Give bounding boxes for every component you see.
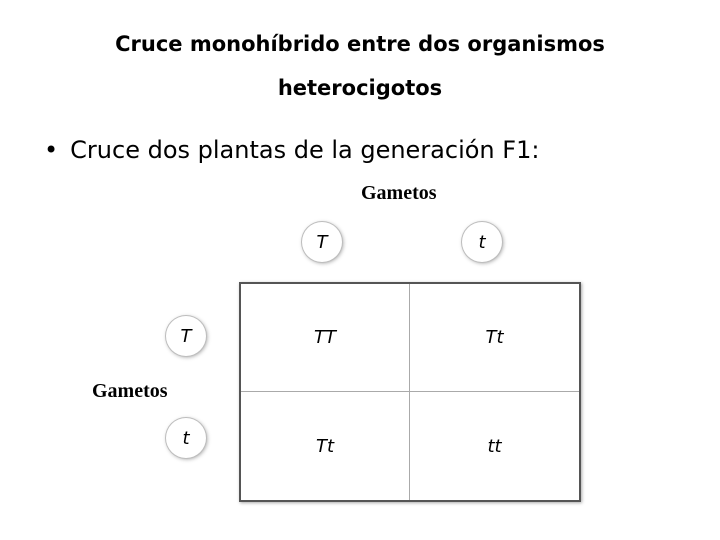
punnett-cell: Tt <box>410 284 579 392</box>
slide-title-line2: heterocigotos <box>277 76 443 100</box>
punnett-square: TT Tt Tt tt <box>239 282 581 502</box>
bullet-dot-icon: • <box>44 136 59 164</box>
bullet-item: • Cruce dos plantas de la generación F1: <box>44 136 539 164</box>
gamete-left-2: t <box>166 418 206 458</box>
gamete-top-2: t <box>462 222 502 262</box>
gamete-left-1: T <box>166 316 206 356</box>
punnett-cell: TT <box>241 284 410 392</box>
gametes-top-label: Gametos <box>361 182 437 204</box>
bullet-text: Cruce dos plantas de la generación F1: <box>70 136 540 164</box>
gamete-top-1: T <box>302 222 342 262</box>
punnett-cell: Tt <box>241 392 410 500</box>
slide-title-line1: Cruce monohíbrido entre dos organismos <box>115 32 605 56</box>
gametes-left-label: Gametos <box>92 380 168 402</box>
punnett-cell: tt <box>487 435 502 457</box>
